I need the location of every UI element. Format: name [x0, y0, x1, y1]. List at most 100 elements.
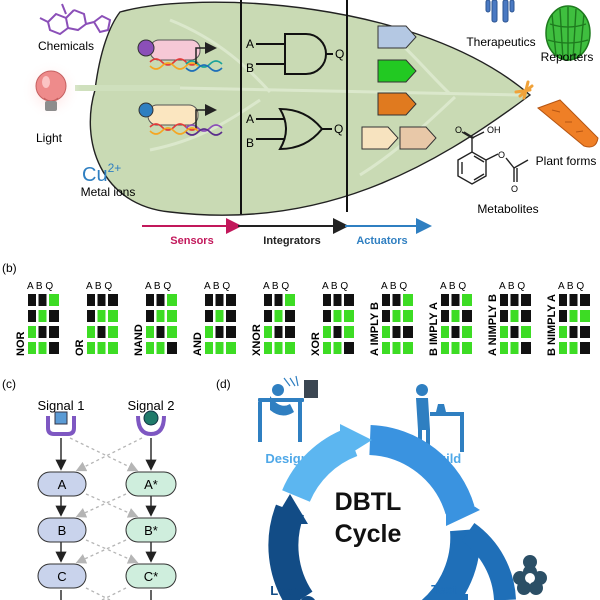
truth-cell	[97, 294, 106, 306]
truth-cell	[167, 310, 177, 322]
learn-label: Learn	[270, 583, 305, 598]
learn-partial-icon	[301, 596, 315, 600]
aspirin-ester-oxygen-label: O	[498, 150, 505, 160]
sensor-construct-1	[137, 39, 223, 72]
truth-cell	[108, 326, 118, 338]
truth-cell	[28, 326, 36, 338]
dbtl-arrowhead-learn	[272, 494, 308, 524]
truth-cell	[382, 326, 390, 338]
or-gate-output-q: Q	[334, 122, 343, 136]
truth-cell	[569, 342, 578, 354]
truth-table-xnor: XNOR A B Q	[251, 281, 295, 356]
truth-table-header: A B Q	[204, 281, 230, 292]
actuator-part-lightblue	[377, 25, 417, 49]
gate-name-label: B IMPLY A	[428, 302, 440, 356]
truth-cell	[87, 310, 95, 322]
and-gate-output-q: Q	[335, 47, 344, 61]
truth-cell	[146, 294, 154, 306]
gfp-barrel-icon	[545, 5, 591, 61]
or-gate-input-a: A	[246, 112, 254, 126]
truth-cell	[333, 310, 342, 322]
dbtl-center-subtitle: Cycle	[335, 520, 402, 548]
truth-table-header: A B Q	[263, 281, 289, 292]
gate-name-label: XOR	[310, 332, 322, 356]
truth-cell	[559, 294, 567, 306]
truth-table-header: A B Q	[499, 281, 525, 292]
node-c: C	[37, 563, 87, 589]
truth-cell	[274, 294, 283, 306]
truth-cell	[285, 294, 295, 306]
truth-cell	[285, 342, 295, 354]
sensor-construct-2	[138, 102, 223, 136]
truth-table-b-imply-a: B IMPLY AA B Q	[428, 281, 472, 356]
sensors-label: Sensors	[170, 235, 213, 247]
truth-cell	[264, 294, 272, 306]
truth-table-header: A B Q	[27, 281, 53, 292]
and-gate-input-b: B	[246, 61, 254, 75]
actuators-label: Actuators	[356, 235, 407, 247]
aspirin-oxygen-label: O	[455, 125, 462, 135]
gate-name-label: OR	[74, 339, 86, 356]
node-a-star-label: A*	[144, 477, 158, 492]
truth-cell	[285, 310, 295, 322]
truth-cell	[569, 294, 578, 306]
truth-cell	[226, 326, 236, 338]
truth-cell	[49, 326, 59, 338]
metal-ions-label: Metal ions	[81, 185, 136, 199]
flower-icon	[513, 555, 547, 595]
actuator-part-green	[377, 59, 417, 83]
node-c-star-label: C*	[144, 569, 158, 584]
truth-cell	[167, 294, 177, 306]
truth-cell	[510, 326, 519, 338]
actuator-part-orange	[377, 92, 417, 116]
receptor-2-icon	[136, 410, 166, 437]
truth-cell	[559, 326, 567, 338]
truth-cell	[521, 326, 531, 338]
integrators-label: Integrators	[263, 235, 320, 247]
aspirin-structure-icon	[457, 131, 529, 185]
carrot-icon	[514, 80, 599, 148]
signal2-label: Signal 2	[128, 398, 175, 413]
actuator-part-cream	[361, 126, 399, 150]
truth-cell	[451, 294, 460, 306]
truth-cell	[49, 310, 59, 322]
light-label: Light	[36, 131, 63, 145]
truth-cell	[500, 342, 508, 354]
truth-cell	[392, 342, 401, 354]
truth-table-or: ORA B Q	[74, 281, 118, 356]
test-label: Test	[431, 582, 457, 597]
truth-cell	[403, 294, 413, 306]
truth-cell	[323, 342, 331, 354]
gate-name-label: XNOR	[251, 324, 263, 356]
truth-cell	[49, 294, 59, 306]
truth-cell	[403, 310, 413, 322]
truth-cell	[205, 342, 213, 354]
dbtl-center-title: DBTL	[335, 488, 402, 516]
truth-cell	[264, 342, 272, 354]
truth-cell	[215, 310, 224, 322]
gate-name-label: A IMPLY B	[369, 302, 381, 356]
truth-cell	[333, 342, 342, 354]
truth-cell	[215, 326, 224, 338]
truth-cell	[382, 310, 390, 322]
truth-cell	[215, 342, 224, 354]
truth-cell	[205, 310, 213, 322]
actuator-part-tan	[399, 126, 437, 150]
leaf-vein-main	[179, 86, 521, 97]
node-a: A	[37, 471, 87, 497]
node-b: B	[37, 517, 87, 543]
truth-cell	[146, 342, 154, 354]
truth-cell	[580, 342, 590, 354]
truth-cell	[264, 326, 272, 338]
truth-table-a-imply-b: A IMPLY BA B Q	[369, 281, 413, 356]
truth-cell	[344, 310, 354, 322]
truth-cell	[392, 326, 401, 338]
truth-cell	[441, 342, 449, 354]
truth-cell	[108, 342, 118, 354]
gate-name-label: NAND	[133, 324, 145, 356]
panel-b-label: (b)	[2, 261, 17, 275]
